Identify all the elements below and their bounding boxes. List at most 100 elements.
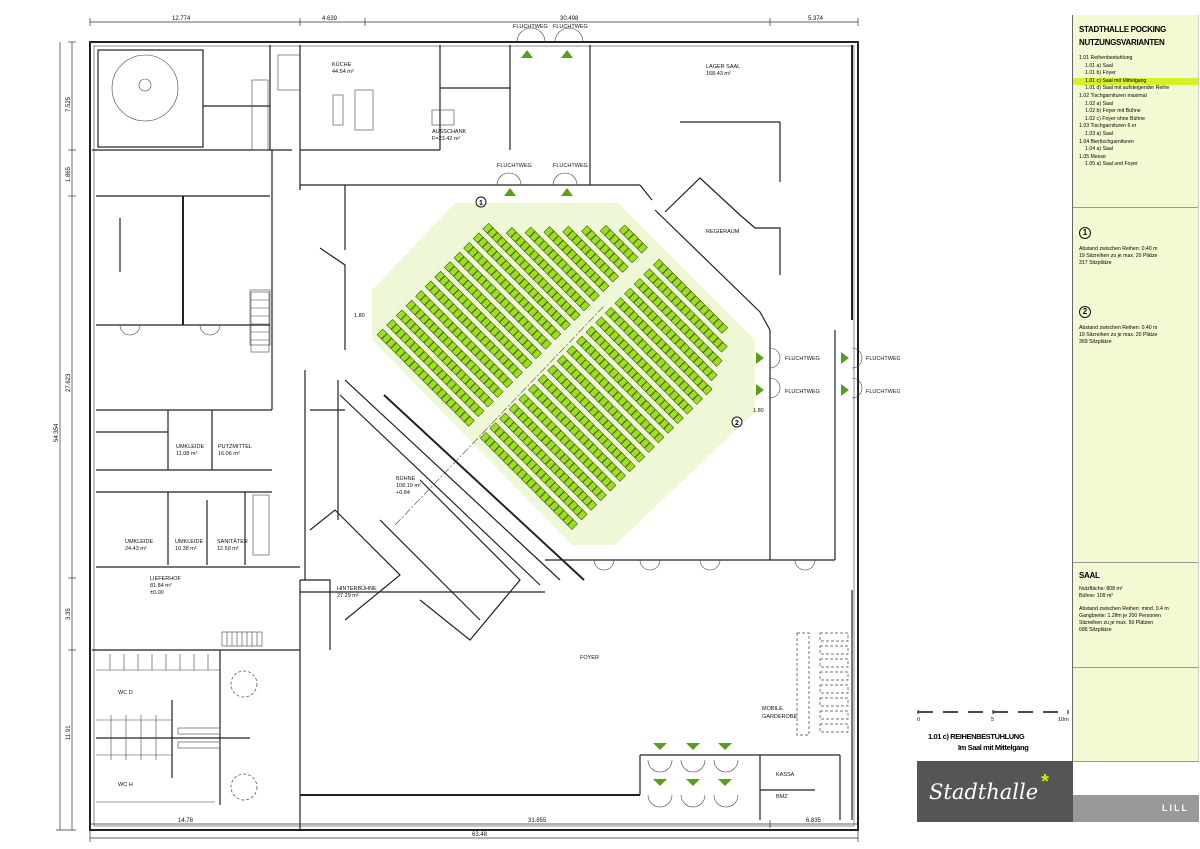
svg-text:81.84 m²: 81.84 m² <box>150 583 172 589</box>
seat-block-1 <box>480 316 491 328</box>
dim-left-5: 11.91 <box>66 725 72 740</box>
seat-block-1 <box>632 238 644 249</box>
seat-block-1 <box>618 224 630 236</box>
seat-block-2 <box>512 445 524 456</box>
block-2-rows: 19 Sitzreihen zu je max. 20 Plätze <box>1079 332 1158 338</box>
seat-block-2 <box>567 519 578 530</box>
dim-bottom-1: 14.78 <box>178 818 194 824</box>
variant-item[interactable]: 1.05 a) Saal und Foyer <box>1085 161 1138 168</box>
seat-block-1 <box>434 289 445 301</box>
variant-item[interactable]: 1.04 Biertischgarnituren <box>1079 138 1134 145</box>
seat-block-1 <box>514 273 525 285</box>
seat-block-1 <box>514 255 526 266</box>
seat-block-2 <box>643 268 655 280</box>
seat-block-1 <box>505 264 516 276</box>
svg-text:1: 1 <box>479 200 483 207</box>
seat-block-1 <box>579 281 591 293</box>
seat-block-2 <box>587 443 599 455</box>
seat-block-1 <box>580 263 591 274</box>
seat-block-1 <box>502 377 514 389</box>
variant-item[interactable]: 1.02 c) Foyer ohne Bühne <box>1085 115 1145 122</box>
seat-block-2 <box>623 306 635 318</box>
seat-block-1 <box>471 307 482 319</box>
seat-block-2 <box>585 344 596 356</box>
seat-block-1 <box>414 327 425 339</box>
blank-field <box>1073 761 1199 796</box>
seat-block-2 <box>508 421 519 433</box>
seat-block-2 <box>599 321 611 332</box>
seat-block-1 <box>566 230 578 241</box>
seat-block-2 <box>642 306 654 317</box>
seat-block-2 <box>612 391 624 402</box>
variant-item[interactable]: 1.01 b) Foyer <box>1085 70 1116 77</box>
seat-block-2 <box>670 314 682 326</box>
seat-block-1 <box>503 339 514 351</box>
seat-block-2 <box>654 395 666 406</box>
seat-block-1 <box>637 242 648 254</box>
seat-block-1 <box>623 229 634 240</box>
seat-block-1 <box>589 272 601 283</box>
exit-label: FLUCHTWEG <box>553 163 588 169</box>
variant-item[interactable]: 1.01 Reihenbestuhlung <box>1079 55 1133 61</box>
seat-block-2 <box>531 444 542 456</box>
variant-item[interactable]: 1.03 Tischgarnituren 6 er <box>1079 123 1137 130</box>
dim-bottom-3: 6.835 <box>806 818 822 824</box>
seat-block-2 <box>556 392 567 404</box>
seat-block-2 <box>550 444 561 456</box>
seat-block-2 <box>508 403 520 414</box>
seat-block-2 <box>640 400 652 411</box>
variant-item[interactable]: 1.01 a) Saal <box>1085 62 1113 69</box>
seat-block-2 <box>614 316 625 327</box>
variant-item[interactable]: 1.05 Messe <box>1079 153 1106 160</box>
seat-block-2 <box>698 342 709 353</box>
seat-block-1 <box>487 227 498 239</box>
variant-item[interactable]: 1.02 a) Saal <box>1085 100 1113 107</box>
seat-block-1 <box>496 236 507 248</box>
seat-block-1 <box>541 339 552 350</box>
seat-block-1 <box>483 396 494 408</box>
variant-item-active[interactable]: 1.01 c) Saal mit Mittelgang <box>1073 77 1198 86</box>
seat-block-2 <box>568 462 580 474</box>
seat-block-2 <box>671 296 682 307</box>
seat-block-1 <box>488 382 499 394</box>
seat-block-1 <box>518 278 530 290</box>
seat-block-2 <box>541 416 552 428</box>
seat-block-2 <box>651 334 662 345</box>
variant-item[interactable]: 1.02 b) Foyer mit Bühne <box>1085 108 1141 115</box>
seat-block-2 <box>694 300 705 311</box>
seat-block-2 <box>518 393 529 405</box>
seat-block-1 <box>424 280 436 292</box>
exit-label: FLUCHTWEG <box>866 389 900 395</box>
seat-block-1 <box>500 260 512 271</box>
seat-block-2 <box>604 325 616 337</box>
seat-block-1 <box>386 319 397 330</box>
seat-block-1 <box>499 316 510 328</box>
room-umkleide-1: UMKLEIDE <box>176 444 204 450</box>
seat-block-1 <box>467 265 479 277</box>
seat-block-2 <box>616 433 627 445</box>
seat-block-1 <box>498 354 509 365</box>
seat-block-1 <box>474 350 486 361</box>
seat-block-1 <box>599 224 611 236</box>
seat-block-1 <box>581 225 592 236</box>
seat-block-1 <box>555 315 567 326</box>
seat-block-1 <box>488 363 500 375</box>
tank-icon <box>111 54 179 122</box>
seat-block-2 <box>535 487 546 498</box>
dim-bottom-total: 63.48 <box>472 832 488 838</box>
seat-block-2 <box>602 419 613 431</box>
seat-block-2 <box>547 364 558 376</box>
seat-block-1 <box>513 311 524 323</box>
seat-block-2 <box>592 448 603 459</box>
seat-block-2 <box>539 491 551 503</box>
variant-item[interactable]: 1.02 Tischgarnituren maximal <box>1079 92 1147 99</box>
variant-item[interactable]: 1.03 a) Saal <box>1085 130 1113 137</box>
seat-block-1 <box>529 231 540 242</box>
seat-block-2 <box>575 373 586 384</box>
room-labels: KÜCHE 44.54 m² AUSSCHANK F=23.42 m² LAGE… <box>118 61 797 800</box>
seat-block-2 <box>561 378 572 389</box>
variant-item[interactable]: 1.04 a) Saal <box>1085 146 1113 153</box>
seat-block-2 <box>637 339 648 350</box>
seat-block-2 <box>627 348 639 360</box>
variant-item[interactable]: 1.01 d) Saal mit aufsteigender Reihe <box>1085 85 1170 92</box>
